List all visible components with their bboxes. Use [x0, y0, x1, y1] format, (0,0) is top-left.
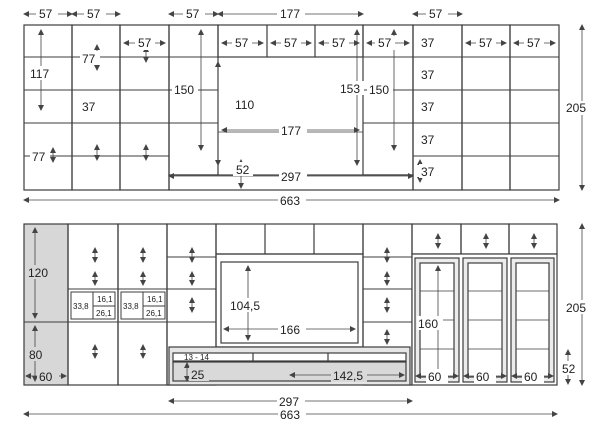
dim-label: 57	[429, 7, 443, 21]
dim-label: 150	[369, 83, 389, 97]
drawer-label: 16,1	[147, 295, 163, 304]
bottom-shelf-arrows	[92, 233, 537, 359]
dim-label: 177	[280, 7, 300, 21]
dim-label: 57	[186, 7, 200, 21]
dim-label: 60	[39, 370, 53, 384]
dim-label: 663	[280, 408, 300, 422]
dim-label: 37	[421, 100, 435, 114]
dim-label: 77	[32, 150, 46, 164]
dim-label: 37	[421, 36, 435, 50]
dim-label: 60	[428, 370, 442, 384]
drawer-label: 33,8	[73, 302, 89, 311]
dim-label: 57	[332, 36, 346, 50]
dim-label: 57	[39, 7, 53, 21]
dim-label: 52	[562, 362, 576, 376]
dim-label: 37	[82, 100, 96, 114]
dim-label: 150	[174, 83, 194, 97]
dim-label: 166	[280, 323, 300, 337]
dim-label: 37	[421, 68, 435, 82]
dim-label: 57	[479, 36, 493, 50]
dim-label: 57	[378, 36, 392, 50]
dim-label: 153	[340, 82, 360, 96]
dim-label: 13 - 14	[184, 353, 209, 362]
dim-label: 205	[566, 301, 586, 315]
dim-label: 57	[235, 36, 249, 50]
dim-label: 60	[524, 370, 538, 384]
dim-label: 117	[30, 67, 49, 81]
bottom-labels: 120 80 60 33,8 16,1 26,1 33,8 16,1 26,1 …	[27, 265, 591, 422]
dim-label: 160	[418, 317, 438, 331]
dim-label: 205	[566, 101, 586, 115]
dim-label: 52	[236, 163, 250, 177]
dim-label: 142,5	[333, 369, 363, 383]
drawer-label: 26,1	[146, 309, 162, 318]
top-shelves	[24, 56, 559, 157]
top-shelf-arrows	[50, 46, 423, 183]
drawer-label: 26,1	[96, 309, 112, 318]
dim-label: 37	[421, 165, 435, 179]
dim-label: 25	[191, 368, 205, 382]
dim-label: 77	[82, 52, 96, 66]
dim-label: 57	[138, 36, 152, 50]
dim-label: 177	[281, 124, 301, 138]
console	[168, 346, 411, 386]
dim-label: 57	[527, 36, 541, 50]
dim-label: 120	[28, 266, 48, 280]
dim-label: 80	[29, 348, 43, 362]
dim-label: 37	[421, 133, 435, 147]
drawer-inserts	[70, 291, 166, 320]
dim-label: 104,5	[230, 299, 260, 313]
dim-label: 60	[476, 370, 490, 384]
dim-label: 297	[279, 395, 299, 409]
dim-label: 110	[235, 98, 254, 112]
drawer-label: 33,8	[123, 302, 139, 311]
dim-label: 663	[280, 194, 300, 208]
dim-label: 57	[284, 36, 298, 50]
dim-label: 297	[281, 170, 301, 184]
bottom-shelves	[68, 256, 412, 323]
drawer-label: 16,1	[97, 295, 113, 304]
top-labels: 57 57 57 177 57 57 57 57 57 57 57 57 117…	[28, 7, 591, 208]
dim-label: 57	[87, 7, 101, 21]
